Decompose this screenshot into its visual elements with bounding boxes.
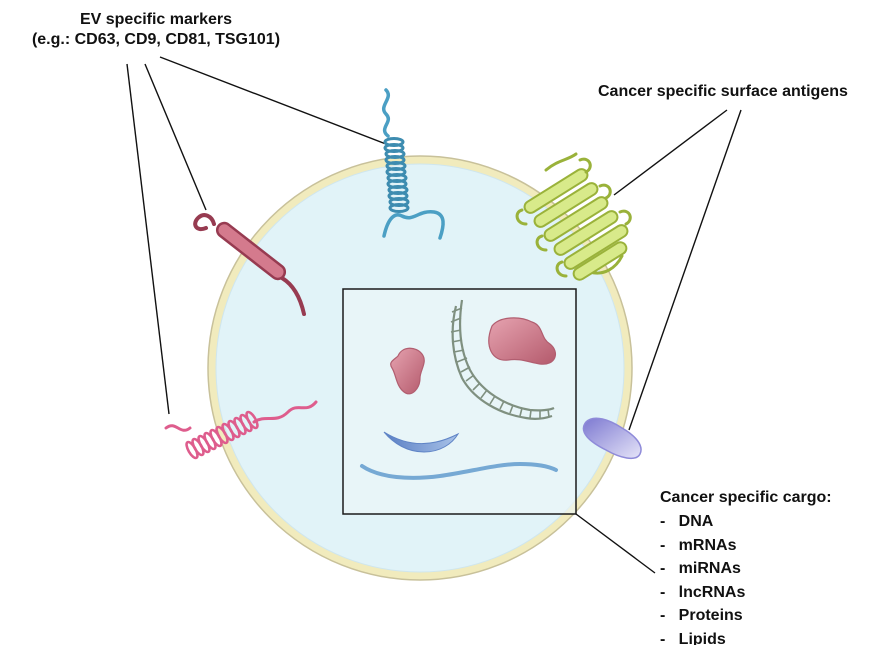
surface-antigen-green bbox=[515, 152, 632, 281]
surface-antigen-purple bbox=[582, 417, 642, 460]
cargo-item-label: Lipids bbox=[678, 630, 726, 645]
leader-lines bbox=[126, 56, 742, 574]
cargo-item: - Lipids bbox=[660, 628, 832, 645]
cargo-title: Cancer specific cargo: bbox=[660, 489, 832, 506]
cargo-item-label: DNA bbox=[678, 513, 714, 530]
leader-ev-pink bbox=[126, 63, 170, 415]
cargo-list: - DNA - mRNAs - miRNAs - lncRNAs - Prote… bbox=[660, 510, 832, 645]
leader-ev-maroon bbox=[144, 63, 207, 211]
ev-marker-pink bbox=[164, 400, 318, 460]
ev-marker-maroon bbox=[193, 213, 306, 316]
cargo-item: - miRNAs bbox=[660, 557, 832, 581]
cargo-label: Cancer specific cargo: - DNA - mRNAs - m… bbox=[660, 488, 832, 645]
cargo-protein-large bbox=[488, 317, 557, 365]
surface-antigens-label: Cancer specific surface antigens bbox=[598, 83, 848, 100]
cargo-bullet: - bbox=[660, 583, 666, 601]
cargo-dna bbox=[450, 299, 555, 420]
leader-antigen-purple bbox=[628, 109, 742, 431]
leader-ev-blue bbox=[159, 56, 387, 145]
ev-markers-title: EV specific markers bbox=[79, 11, 233, 28]
cargo-bullet: - bbox=[660, 536, 666, 554]
ev-markers-examples: (e.g.: CD63, CD9, CD81, TSG101) bbox=[31, 31, 281, 48]
leader-antigen-green bbox=[613, 109, 728, 196]
cargo-item-label: miRNAs bbox=[678, 560, 741, 577]
cargo-bullet: - bbox=[660, 513, 666, 530]
cargo-rna-small bbox=[383, 431, 460, 453]
cargo-item: - DNA bbox=[660, 510, 832, 534]
cargo-item: - Proteins bbox=[660, 604, 832, 628]
cargo-rna-long bbox=[360, 461, 558, 480]
leader-cargo bbox=[575, 513, 656, 574]
cargo-bullet: - bbox=[660, 560, 666, 577]
cargo-bullet: - bbox=[660, 607, 666, 624]
cargo-item: - lncRNAs bbox=[660, 581, 832, 605]
cargo-item-label: Proteins bbox=[678, 607, 743, 624]
cargo-bullet: - bbox=[660, 630, 666, 645]
cargo-protein-small bbox=[390, 347, 425, 395]
cargo-item-label: lncRNAs bbox=[678, 583, 746, 601]
cargo-item-label: mRNAs bbox=[678, 536, 737, 554]
ev-markers-label: EV specific markers (e.g.: CD63, CD9, CD… bbox=[6, 10, 306, 50]
cargo-item: - mRNAs bbox=[660, 534, 832, 558]
ev-marker-blue bbox=[382, 88, 445, 240]
